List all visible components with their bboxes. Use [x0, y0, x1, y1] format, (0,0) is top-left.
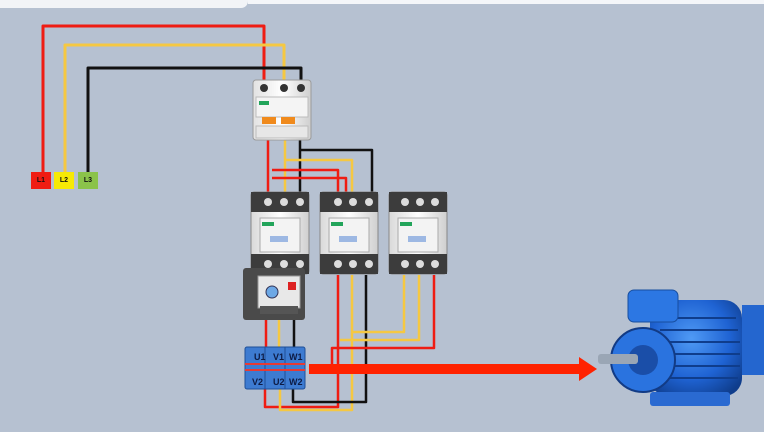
contactor-main	[250, 191, 310, 275]
contactor-delta	[388, 191, 448, 275]
terminal-label: W1	[289, 352, 303, 362]
terminal-label: V1	[273, 352, 284, 362]
window-top-bar	[248, 0, 764, 4]
connection-arrow	[309, 357, 597, 381]
window-tab[interactable]	[0, 0, 248, 8]
phase-label-l2: L2	[54, 172, 74, 189]
terminal-label: V2	[252, 377, 263, 387]
terminal-label: U1	[254, 352, 266, 362]
circuit-breaker	[252, 79, 312, 141]
phase-label-l3: L3	[78, 172, 98, 189]
overload-relay	[243, 268, 305, 320]
phase-label-l1: L1	[31, 172, 51, 189]
motor-icon	[598, 289, 764, 406]
terminal-label: U2	[273, 377, 285, 387]
terminal-block	[244, 346, 306, 390]
circuit-wires	[263, 140, 436, 412]
terminal-label: W2	[289, 377, 303, 387]
supply-wires	[41, 24, 303, 173]
terminal-labels: U1 V1 W1 V2 U2 W2	[252, 352, 303, 387]
contactor-star	[319, 191, 379, 275]
